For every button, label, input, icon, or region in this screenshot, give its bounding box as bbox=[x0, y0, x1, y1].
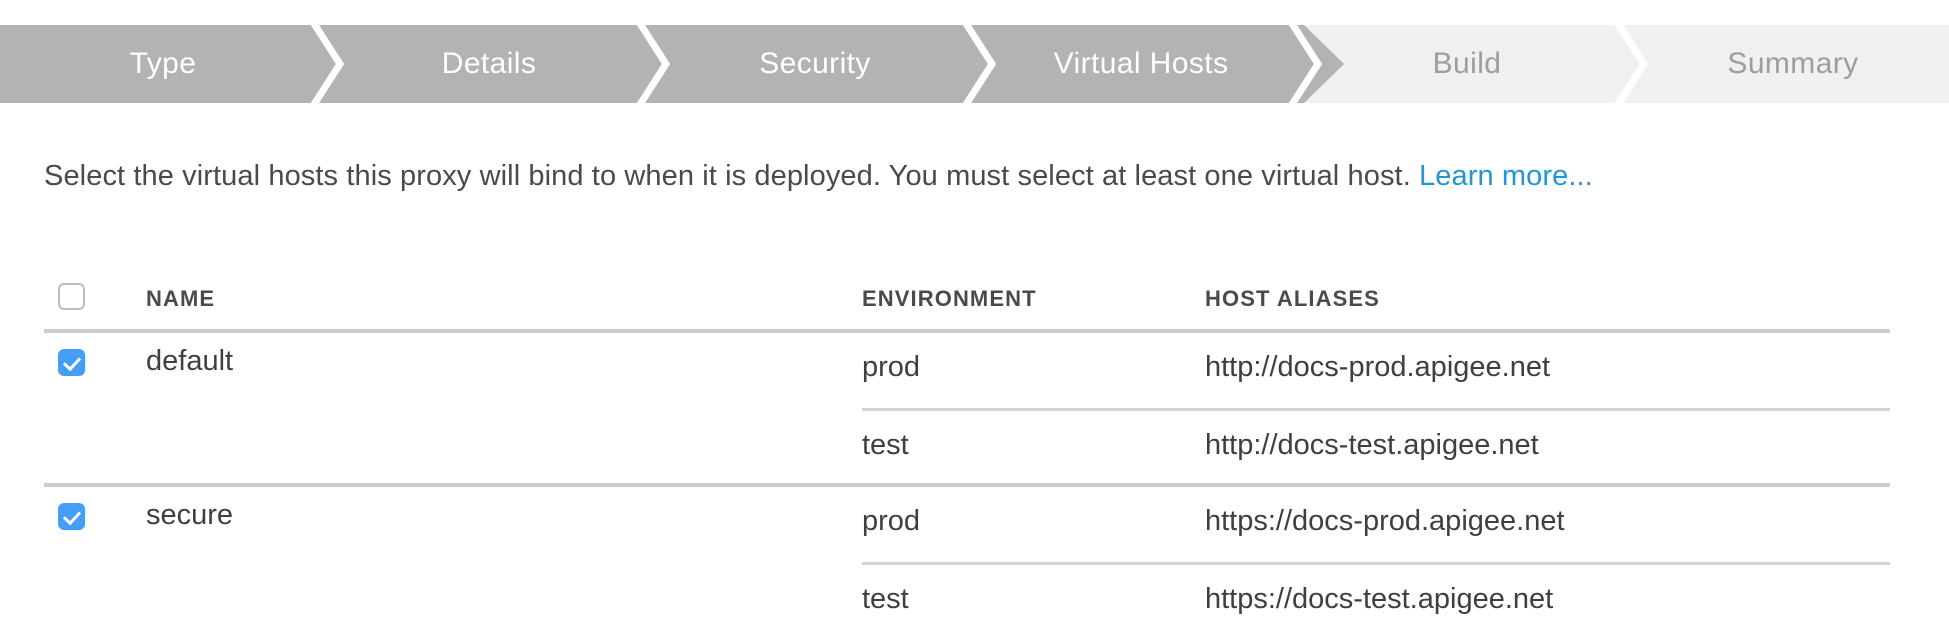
virtual-host-name: default bbox=[146, 345, 234, 377]
virtual-host-name-cell: secure bbox=[44, 487, 862, 562]
environment-row: test http://docs-test.apigee.net bbox=[862, 408, 1890, 483]
table-header-row: NAME ENVIRONMENT HOST ALIASES bbox=[44, 272, 1890, 329]
wizard-step-virtual-hosts[interactable]: Virtual Hosts bbox=[978, 20, 1344, 108]
wizard-step-label: Details bbox=[441, 47, 537, 80]
wizard-step-build[interactable]: Build bbox=[1304, 20, 1649, 108]
host-alias-value: https://docs-test.apigee.net bbox=[1205, 583, 1554, 615]
environment-value: prod bbox=[862, 351, 921, 383]
environment-value: test bbox=[862, 429, 909, 461]
virtual-hosts-table: NAME ENVIRONMENT HOST ALIASES default pro… bbox=[44, 272, 1890, 637]
environment-row: prod http://docs-prod.apigee.net bbox=[862, 333, 1890, 408]
select-all-checkbox-cell bbox=[58, 283, 85, 315]
column-header-host-aliases: HOST ALIASES bbox=[1205, 286, 1380, 311]
wizard-step-summary[interactable]: Summary bbox=[1630, 25, 1949, 103]
environment-value: test bbox=[862, 583, 909, 615]
wizard-step-type[interactable]: Type bbox=[0, 20, 366, 108]
select-all-checkbox[interactable] bbox=[58, 283, 85, 310]
column-header-environment: ENVIRONMENT bbox=[862, 286, 1037, 311]
wizard-step-security[interactable]: Security bbox=[652, 20, 1018, 108]
page-description: Select the virtual hosts this proxy will… bbox=[44, 160, 1593, 193]
table-row-divider bbox=[44, 483, 1890, 487]
column-header-name: NAME bbox=[146, 286, 216, 311]
table-row-divider bbox=[44, 329, 1890, 333]
table-row: default prod http://docs-prod.apigee.net te… bbox=[44, 333, 1890, 483]
table-body: default prod http://docs-prod.apigee.net te… bbox=[44, 329, 1890, 637]
row-checkbox-secure[interactable] bbox=[58, 503, 85, 530]
wizard-step-label: Virtual Hosts bbox=[1053, 47, 1229, 80]
environment-rows: prod http://docs-prod.apigee.net test http:… bbox=[862, 333, 1890, 483]
environment-row: prod https://docs-prod.apigee.net bbox=[862, 487, 1890, 562]
table-row: secure prod https://docs-prod.apigee.net te… bbox=[44, 487, 1890, 637]
wizard-step-label: Security bbox=[759, 47, 871, 80]
wizard-step-details[interactable]: Details bbox=[326, 20, 692, 108]
wizard-step-label: Type bbox=[129, 47, 197, 80]
host-alias-value: https://docs-prod.apigee.net bbox=[1205, 505, 1565, 537]
row-checkbox-cell bbox=[58, 349, 85, 381]
wizard-step-bar: Type Details Security Virtual Hosts Build Sum… bbox=[0, 20, 1949, 108]
virtual-host-name: secure bbox=[146, 499, 234, 531]
virtual-host-name-cell: default bbox=[44, 333, 862, 408]
wizard-step-label: Summary bbox=[1727, 47, 1859, 80]
learn-more-link[interactable]: Learn more... bbox=[1419, 160, 1593, 192]
row-checkbox-cell bbox=[58, 503, 85, 535]
host-alias-value: http://docs-test.apigee.net bbox=[1205, 429, 1539, 461]
environment-row: test https://docs-test.apigee.net bbox=[862, 562, 1890, 637]
environment-value: prod bbox=[862, 505, 921, 537]
host-alias-value: http://docs-prod.apigee.net bbox=[1205, 351, 1551, 383]
wizard-step-label: Build bbox=[1432, 47, 1502, 80]
row-checkbox-default[interactable] bbox=[58, 349, 85, 376]
description-text: Select the virtual hosts this proxy will… bbox=[44, 160, 1411, 192]
environment-rows: prod https://docs-prod.apigee.net test http… bbox=[862, 487, 1890, 637]
